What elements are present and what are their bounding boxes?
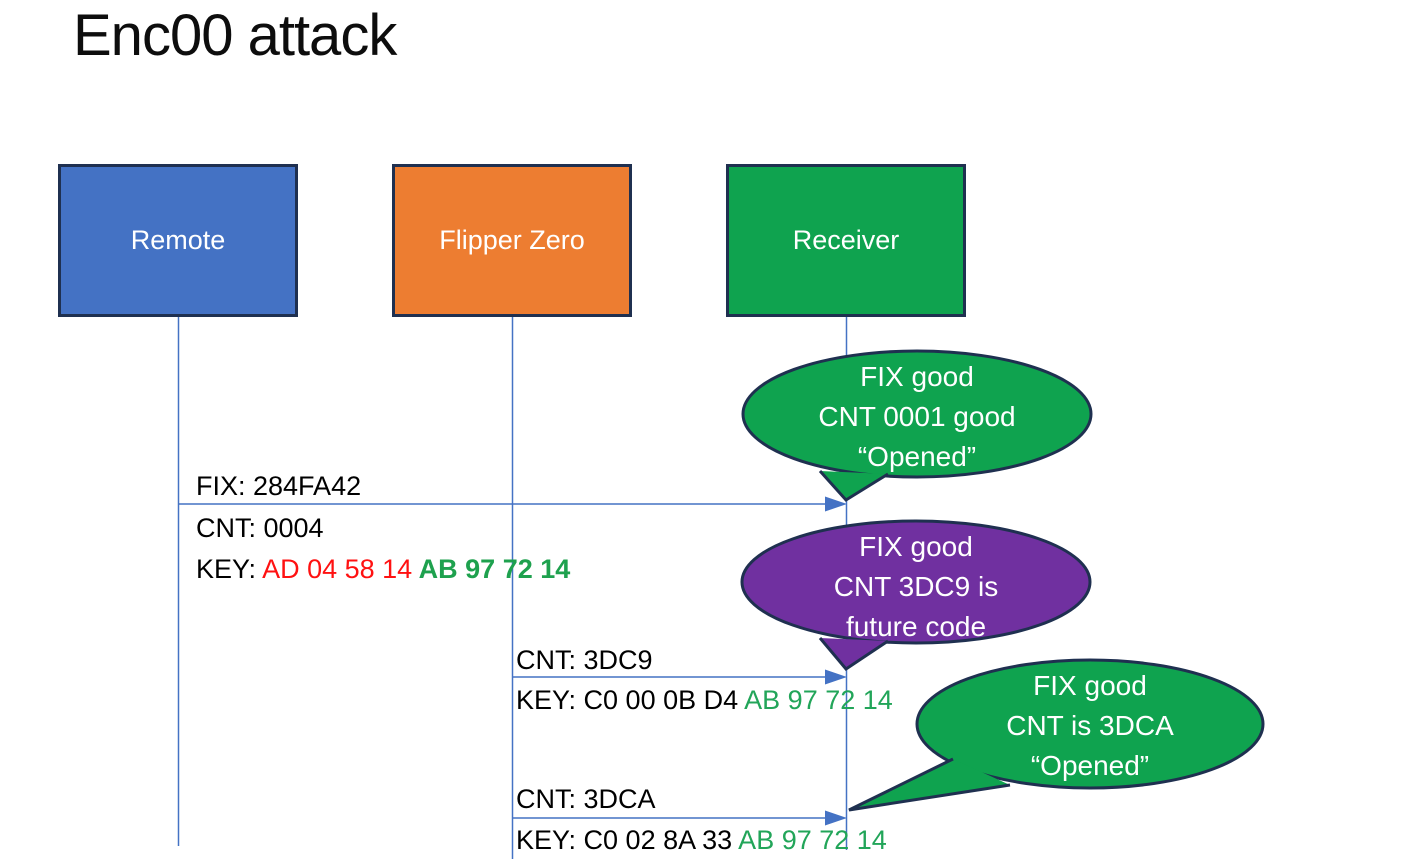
message-1-key-green-bytes: AB 97 72 14 bbox=[412, 554, 571, 584]
bubble-1-line-2: CNT 0001 good bbox=[818, 401, 1016, 432]
actor-label-receiver: Receiver bbox=[792, 225, 900, 255]
speech-bubble-1-text: FIX good CNT 0001 good “Opened” bbox=[747, 357, 1087, 477]
bubble-2-line-1: FIX good bbox=[859, 531, 973, 562]
message-arrow-1-head bbox=[825, 496, 847, 512]
actor-box-receiver: Receiver bbox=[726, 164, 966, 317]
bubble-1-line-3: “Opened” bbox=[857, 441, 977, 472]
message-1-key-prefix: KEY: bbox=[196, 554, 263, 584]
message-3-key: KEY: C0 02 8A 33 AB 97 72 14 bbox=[516, 823, 887, 857]
message-3-key-green-bytes: AB 97 72 14 bbox=[732, 825, 887, 855]
bubble-3-line-3: “Opened” bbox=[1030, 750, 1150, 781]
speech-bubble-2-text: FIX good CNT 3DC9 is future code bbox=[746, 527, 1086, 647]
speech-bubble-1-tail bbox=[818, 469, 889, 502]
speech-bubble-3-tail bbox=[848, 757, 1011, 812]
bubble-1-line-1: FIX good bbox=[860, 361, 974, 392]
message-1-cnt: CNT: 0004 bbox=[196, 513, 324, 543]
message-1-key: KEY: AD 04 58 14 AB 97 72 14 bbox=[196, 552, 570, 586]
bubble-2-line-2: CNT 3DC9 is bbox=[833, 571, 999, 602]
message-1-fix: FIX: 284FA42 bbox=[196, 471, 362, 501]
bubble-3-line-1: FIX good bbox=[1033, 670, 1147, 701]
actor-box-flipper-zero: Flipper Zero bbox=[392, 164, 632, 317]
message-1-key-red-bytes: AD 04 58 14 bbox=[262, 554, 413, 584]
message-arrow-2-head bbox=[825, 669, 847, 685]
actor-label-remote: Remote bbox=[130, 225, 226, 255]
message-2-cnt: CNT: 3DC9 bbox=[516, 645, 653, 675]
message-3-cnt: CNT: 3DCA bbox=[516, 784, 656, 814]
actor-box-remote: Remote bbox=[58, 164, 298, 317]
speech-bubble-1 bbox=[741, 349, 1093, 479]
message-2-key-green-bytes: AB 97 72 14 bbox=[738, 685, 893, 715]
bubble-2-line-3: future code bbox=[845, 611, 987, 642]
message-2-key-prefix: KEY: C0 00 0B D4 bbox=[516, 685, 739, 715]
message-2-key: KEY: C0 00 0B D4 AB 97 72 14 bbox=[516, 683, 893, 717]
message-arrow-3-head bbox=[825, 810, 847, 826]
speech-bubble-2 bbox=[740, 519, 1092, 645]
speech-bubble-3-text: FIX good CNT is 3DCA “Opened” bbox=[920, 666, 1260, 786]
bubble-3-line-2: CNT is 3DCA bbox=[1006, 710, 1174, 741]
message-3-key-prefix: KEY: C0 02 8A 33 bbox=[516, 825, 733, 855]
page-title: Enc00 attack bbox=[73, 3, 397, 68]
speech-bubble-2-tail bbox=[818, 637, 889, 671]
speech-bubble-3 bbox=[915, 658, 1265, 790]
actor-label-flipper-zero: Flipper Zero bbox=[439, 225, 585, 255]
